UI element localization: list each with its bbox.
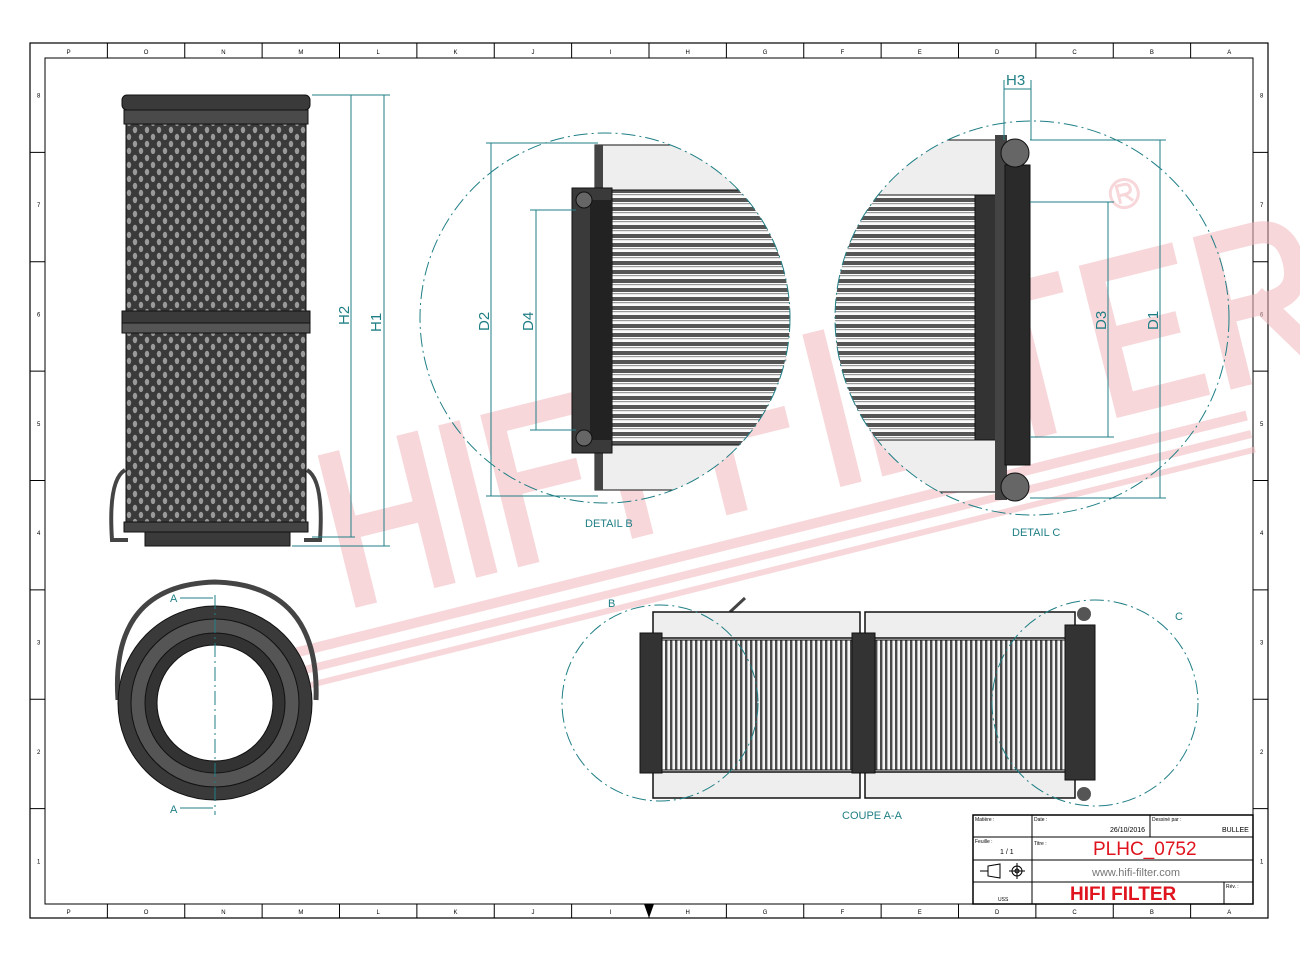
border-column-bottom-L: L [377, 910, 381, 916]
border-column-bottom-J: J [531, 910, 534, 916]
border-row-left-6: 6 [37, 312, 41, 318]
section-mark-a-top: A [170, 593, 178, 605]
watermark-letter-shape [1206, 226, 1300, 377]
dimension-d3: D3 [1093, 311, 1110, 330]
border-row-left-1: 1 [37, 859, 41, 865]
filter-end-view: A A [114, 579, 319, 816]
border-column-top-J: J [531, 50, 534, 56]
units-label: USS [998, 897, 1009, 903]
border-row-right-5: 5 [1260, 422, 1264, 428]
border-column-top-A: A [1227, 50, 1231, 56]
sheet-value: 1 / 1 [1000, 849, 1014, 856]
title-block [972, 814, 1254, 905]
border-row-right-3: 3 [1260, 641, 1264, 647]
border-column-top-L: L [377, 50, 381, 56]
detail-b-label: DETAIL B [585, 518, 633, 530]
drawn-by-value: BULLEE [1222, 827, 1249, 834]
dimension-h1: H1 [368, 313, 385, 332]
projection-symbol-icon [980, 863, 1025, 879]
border-column-top-N: N [221, 50, 225, 56]
border-row-right-1: 1 [1260, 859, 1264, 865]
watermark-registered-icon [1108, 178, 1140, 210]
border-row-left-8: 8 [37, 94, 41, 100]
border-column-top-O: O [144, 50, 149, 56]
title-label: Titre : [1034, 841, 1047, 847]
filter-side-view [109, 94, 323, 547]
border-row-right-2: 2 [1260, 750, 1264, 756]
border-column-top-K: K [454, 50, 458, 56]
section-mark-a-bottom: A [170, 804, 178, 816]
watermark-letter-shape [452, 433, 485, 564]
border-column-top-I: I [609, 50, 611, 56]
border-column-bottom-I: I [609, 910, 611, 916]
border-column-bottom-E: E [918, 910, 922, 916]
border-row-left-2: 2 [37, 750, 41, 756]
border-row-left-4: 4 [37, 531, 41, 537]
watermark-letter-shape [331, 444, 442, 595]
dimension-d4: D4 [520, 312, 537, 331]
border-column-top-E: E [918, 50, 922, 56]
detail-mark-b: B [608, 598, 615, 610]
title-block-text: Matière : Date : 26/10/2016 Dessiné par … [975, 817, 1249, 905]
dimension-d2: D2 [476, 312, 493, 331]
section-a-a-view: B C COUPE A-A [561, 596, 1199, 822]
date-label: Date : [1034, 817, 1047, 823]
border-row-right-4: 4 [1260, 531, 1264, 537]
border-column-top-M: M [298, 50, 303, 56]
sheet-label: Feuille : [975, 839, 993, 845]
dimension-h2: H2 [336, 306, 353, 325]
material-label: Matière : [975, 817, 994, 823]
border-column-bottom-G: G [763, 910, 768, 916]
border-column-bottom-P: P [67, 910, 71, 916]
detail-mark-c: C [1175, 611, 1183, 623]
watermark-letter-shape [493, 405, 598, 554]
border-column-top-H: H [686, 50, 690, 56]
company-name: HIFI FILTER [1070, 884, 1177, 905]
border-column-top-G: G [763, 50, 768, 56]
border-column-bottom-B: B [1150, 910, 1154, 916]
border-column-top-P: P [67, 50, 71, 56]
website-link: www.hifi-filter.com [1091, 867, 1180, 879]
border-column-bottom-D: D [995, 910, 1000, 916]
border-row-left-5: 5 [37, 422, 41, 428]
border-column-top-F: F [841, 50, 845, 56]
border-column-top-D: D [995, 50, 1000, 56]
border-column-bottom-C: C [1072, 910, 1077, 916]
revision-label: Rév. : [1226, 884, 1239, 890]
border-column-top-B: B [1150, 50, 1154, 56]
drawing-title: PLHC_0752 [1093, 839, 1197, 860]
border-column-top-C: C [1072, 50, 1077, 56]
border-column-bottom-F: F [841, 910, 845, 916]
section-label: COUPE A-A [842, 810, 903, 822]
border-row-right-8: 8 [1260, 94, 1264, 100]
border-row-right-7: 7 [1260, 203, 1264, 209]
border-column-bottom-M: M [298, 910, 303, 916]
dimension-h3: H3 [1006, 72, 1025, 89]
border-column-bottom-A: A [1227, 910, 1231, 916]
drawn-by-label: Dessiné par : [1152, 817, 1181, 823]
watermark-letter-shape [816, 343, 849, 474]
dimension-d1: D1 [1145, 311, 1162, 330]
border-column-bottom-N: N [221, 910, 225, 916]
date-value: 26/10/2016 [1110, 827, 1145, 834]
border-row-left-3: 3 [37, 641, 41, 647]
border-column-bottom-K: K [454, 910, 458, 916]
border-column-bottom-O: O [144, 910, 149, 916]
border-column-bottom-H: H [686, 910, 690, 916]
detail-c-label: DETAIL C [1012, 527, 1060, 539]
border-row-left-7: 7 [37, 203, 41, 209]
centering-mark-icon [644, 904, 654, 918]
detail-b-view: D2 D4 DETAIL B [419, 132, 791, 530]
height-dimensions: H2 H1 [292, 94, 390, 547]
